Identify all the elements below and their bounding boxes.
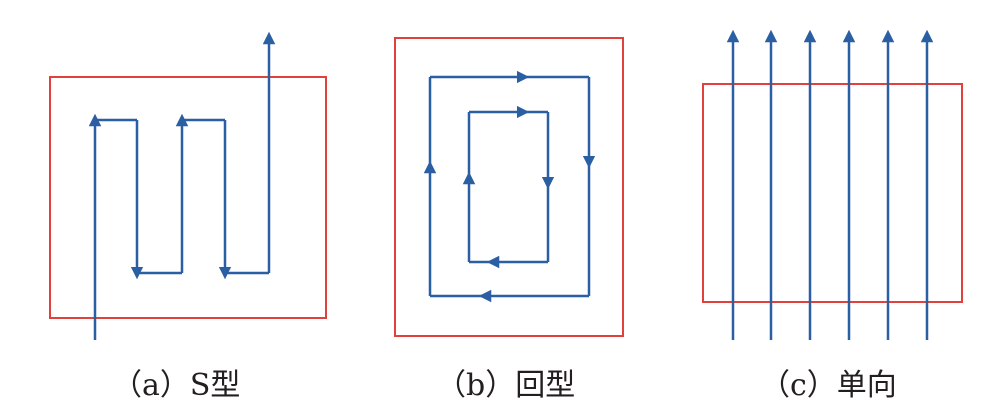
panel-c-unidirectional-pattern: [702, 29, 963, 340]
panel-c-frame: [702, 83, 963, 303]
caption-a: （a）S型: [112, 368, 241, 403]
panel-b-frame: [394, 37, 624, 337]
panel-b-loop-pattern: [394, 37, 624, 337]
panel-a-s-pattern: [49, 31, 327, 340]
caption-c: （c）单向: [760, 368, 897, 403]
panel-a-frame: [49, 76, 327, 319]
caption-b: （b）回型: [436, 368, 576, 403]
